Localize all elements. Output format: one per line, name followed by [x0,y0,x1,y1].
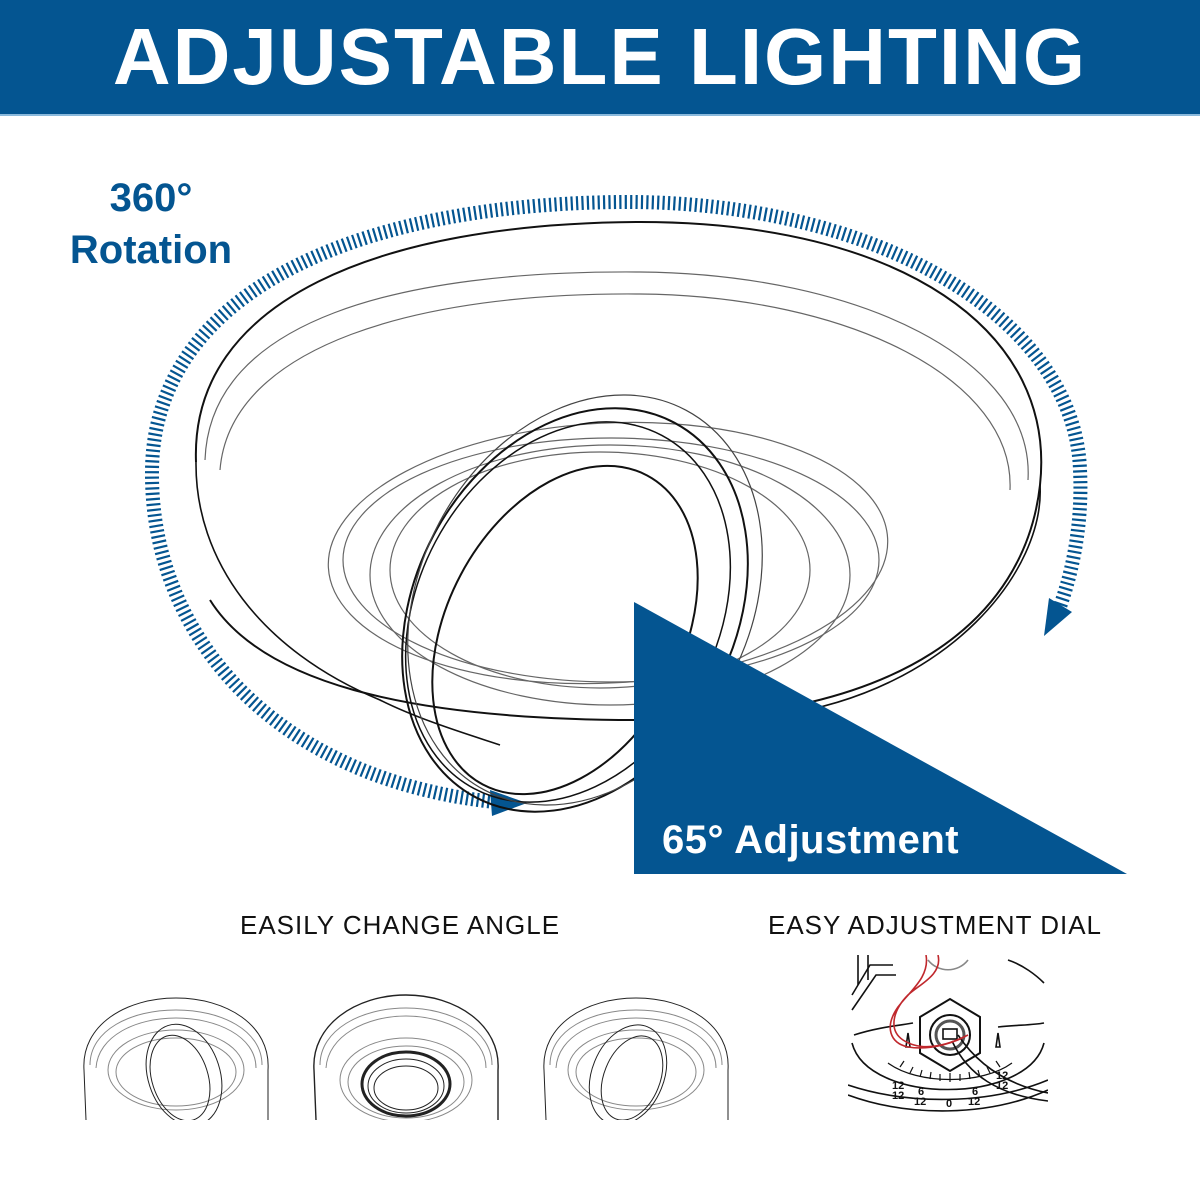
svg-text:12: 12 [892,1080,904,1092]
change-angle-caption: EASILY CHANGE ANGLE [240,910,561,940]
thumbnail-tilt-right [543,997,729,1120]
thumbnail-tilt-left [83,997,269,1120]
svg-text:6: 6 [918,1086,924,1098]
adjustment-wedge [634,602,1127,874]
wire-red [889,955,969,1049]
rotation-label: 360° Rotation [56,172,246,276]
rotation-text: Rotation [69,228,233,272]
svg-text:12: 12 [968,1096,980,1108]
svg-text:12: 12 [892,1090,904,1102]
svg-text:12: 12 [914,1096,926,1108]
thumbnail-straight-down [313,994,499,1120]
rotation-degrees: 360° [109,176,193,220]
fixture-housing [194,220,1043,813]
svg-text:12: 12 [996,1080,1008,1092]
page-title: ADJUSTABLE LIGHTING [112,12,1088,101]
svg-text:0: 0 [946,1098,952,1110]
title-banner: ADJUSTABLE LIGHTING [0,0,1200,116]
adjustment-dial-caption: EASY ADJUSTMENT DIAL [768,910,1103,940]
svg-text:6: 6 [972,1086,978,1098]
fixture-illustration [144,194,1127,874]
adjustment-label: 65° Adjustment [662,818,960,862]
svg-text:12: 12 [996,1070,1008,1082]
